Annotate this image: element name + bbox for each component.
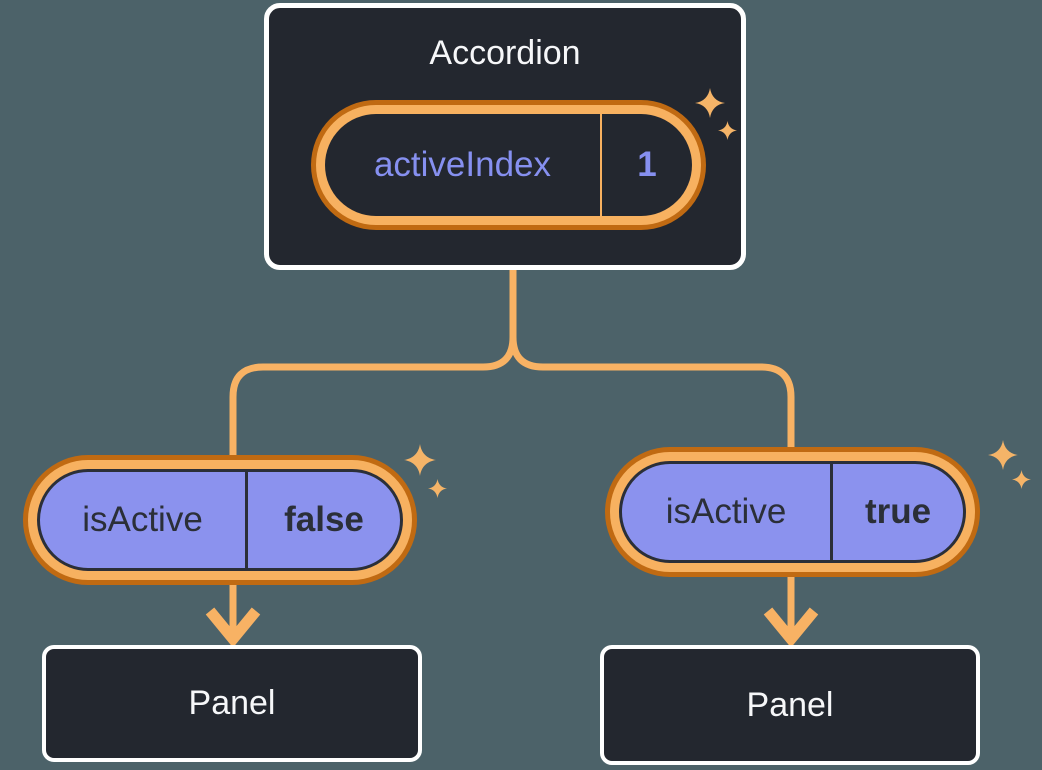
prop-pill-isactive-true: isActive true	[605, 447, 980, 577]
pill-divider	[830, 464, 833, 560]
state-pill-label: activeIndex	[373, 145, 552, 184]
pill-divider	[600, 114, 602, 216]
sparkle-icon	[1012, 470, 1031, 489]
prop-pill-label: isActive	[665, 492, 787, 531]
state-pill-activeindex: activeIndex 1	[311, 100, 706, 230]
panel-node: Panel	[600, 645, 980, 765]
prop-pill-value: false	[284, 500, 364, 539]
sparkle-icon	[988, 440, 1018, 470]
prop-pill-label: isActive	[82, 500, 203, 539]
panel-node-title: Panel	[188, 684, 276, 722]
sparkle-icon	[404, 444, 436, 476]
state-pill-value: 1	[637, 145, 657, 184]
state-pill-ring: activeIndex 1	[316, 105, 701, 225]
panel-node: Panel	[42, 645, 422, 762]
panel-node-title: Panel	[746, 685, 834, 724]
sparkle-icon	[428, 479, 447, 498]
state-pill-core: activeIndex 1	[325, 114, 692, 216]
prop-pill-value: true	[864, 492, 932, 531]
prop-pill-core: isActive true	[619, 461, 966, 563]
accordion-node-title: Accordion	[429, 34, 581, 72]
prop-pill-core: isActive false	[37, 469, 403, 571]
prop-pill-isactive-false: isActive false	[23, 455, 417, 585]
arrow-down-icon	[205, 607, 261, 648]
arrow-down-icon	[763, 607, 819, 648]
prop-pill-ring: isActive false	[28, 460, 412, 580]
prop-pill-ring: isActive true	[610, 452, 975, 572]
